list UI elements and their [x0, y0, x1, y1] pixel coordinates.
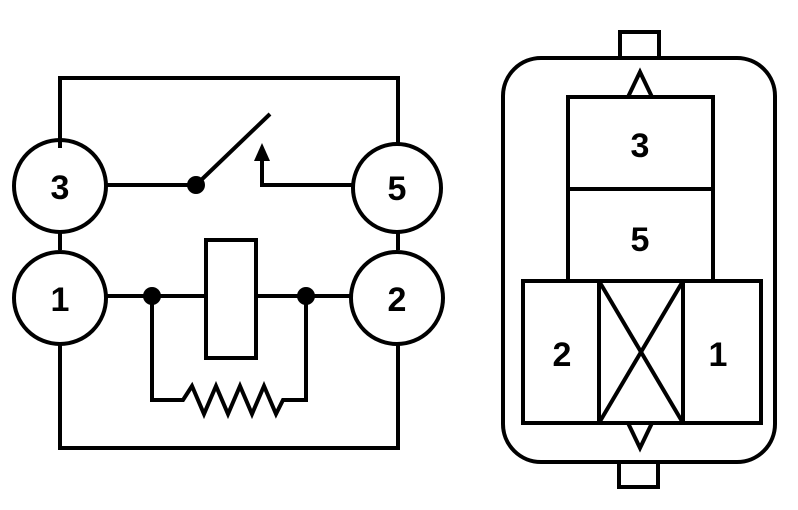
switch-contact-arrow: [254, 143, 270, 161]
blank-cavity-cross-b: [597, 279, 685, 425]
relay-coil: [204, 238, 258, 360]
cavity-1: [681, 279, 763, 425]
cavity-3-label: 3: [631, 127, 650, 165]
switch-contact-wire: [260, 158, 353, 187]
terminal-5-label: 5: [388, 170, 407, 208]
terminal-1-label: 1: [51, 281, 70, 319]
outer-frame-bottom-wire: [58, 344, 400, 450]
resistor-branch-wire: [150, 296, 308, 420]
connector-top-tab: [618, 30, 661, 58]
top-latch-arrow: [626, 67, 654, 98]
terminal-3-label: 3: [51, 169, 70, 207]
cavity-2-label: 2: [553, 336, 572, 374]
bottom-latch-arrow: [626, 422, 654, 453]
switch-blade: [194, 112, 272, 187]
cavity-1-label: 1: [709, 336, 728, 374]
connector-view: 3 5 2 1: [501, 30, 777, 489]
cavity-5-label: 5: [631, 221, 650, 259]
terminal-5-circle: [351, 142, 443, 234]
terminal-2-label: 2: [388, 281, 407, 319]
connector-housing: [501, 56, 777, 464]
relay-schematic: 3 5 1 2: [12, 76, 445, 450]
outer-frame-top-wire: [58, 76, 400, 148]
connector-bottom-tab: [617, 462, 660, 489]
